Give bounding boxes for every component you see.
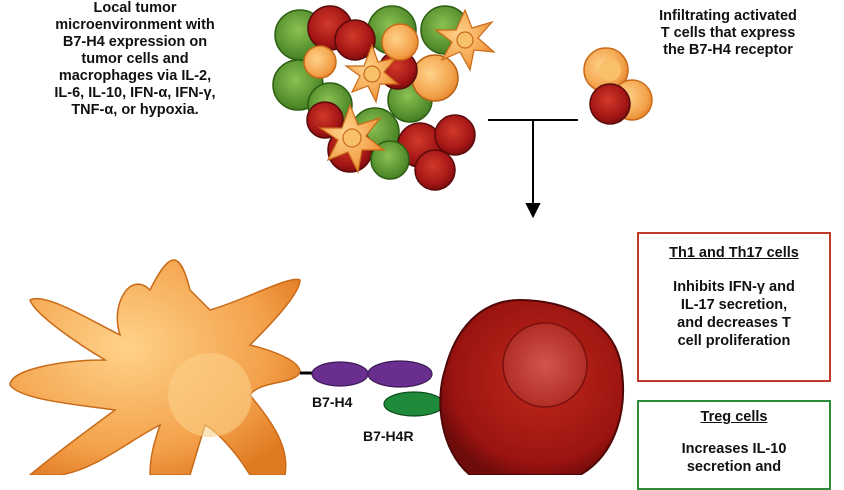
- caption-line: Local tumor: [93, 0, 177, 16]
- th-box-line: Inhibits IFN-γ and: [673, 279, 795, 295]
- caption-line: IL-6, IL-10, IFN-α, IFN-γ,: [54, 85, 216, 101]
- red-cell: [334, 19, 376, 61]
- t-cell-nucleus: [502, 322, 588, 408]
- treg-box-line: secretion and: [686, 459, 782, 475]
- red-cell: [414, 149, 456, 191]
- orange-cell: [411, 54, 459, 102]
- th-box-line: IL-17 secretion,: [680, 297, 788, 313]
- caption-line: the B7-H4 receptor: [663, 42, 793, 58]
- macrophage-small: [434, 8, 496, 72]
- macrophage-large: [9, 259, 301, 475]
- caption-line: T cells that express: [660, 25, 796, 41]
- tumor-cell-cluster: [272, 5, 496, 191]
- tumor-microenvironment-caption: Local tumor microenvironment with B7-H4 …: [0, 0, 270, 119]
- b7h4-ligand: [300, 360, 433, 388]
- caption-line: macrophages via IL-2,: [58, 68, 212, 84]
- treg-effects-box: Treg cells Increases IL-10 secretion and: [637, 400, 831, 490]
- th-box-line: and decreases T: [677, 315, 791, 331]
- orange-cell: [303, 45, 337, 79]
- t-cell-large: [439, 298, 624, 475]
- b7h4r-label: B7-H4R: [363, 428, 414, 444]
- th-box-line: cell proliferation: [677, 333, 791, 349]
- activated-t-cells: [583, 47, 653, 125]
- caption-line: microenvironment with: [55, 17, 215, 33]
- orange-cell: [381, 23, 419, 61]
- macrophage-small: [318, 103, 386, 174]
- caption-line: tumor cells and: [81, 51, 189, 67]
- th1-th17-effects-box: Th1 and Th17 cells Inhibits IFN-γ and IL…: [637, 232, 831, 382]
- interaction-arrow: [488, 119, 578, 219]
- th-box-body: Inhibits IFN-γ and IL-17 secretion, and …: [639, 278, 829, 350]
- treg-box-title: Treg cells: [700, 409, 768, 425]
- b7h4-label: B7-H4: [312, 394, 353, 410]
- t-cell: [589, 83, 631, 125]
- t-cell-nucleus: [599, 59, 621, 81]
- caption-line: B7-H4 expression on: [62, 34, 208, 50]
- red-cell: [434, 114, 476, 156]
- caption-line: Infiltrating activated: [659, 8, 797, 24]
- th-box-title: Th1 and Th17 cells: [669, 245, 799, 261]
- treg-box-line: Increases IL-10: [681, 441, 787, 457]
- t-cell-caption: Infiltrating activated T cells that expr…: [612, 8, 844, 59]
- treg-box-body: Increases IL-10 secretion and: [639, 440, 829, 476]
- caption-line: TNF-α, or hypoxia.: [71, 102, 199, 118]
